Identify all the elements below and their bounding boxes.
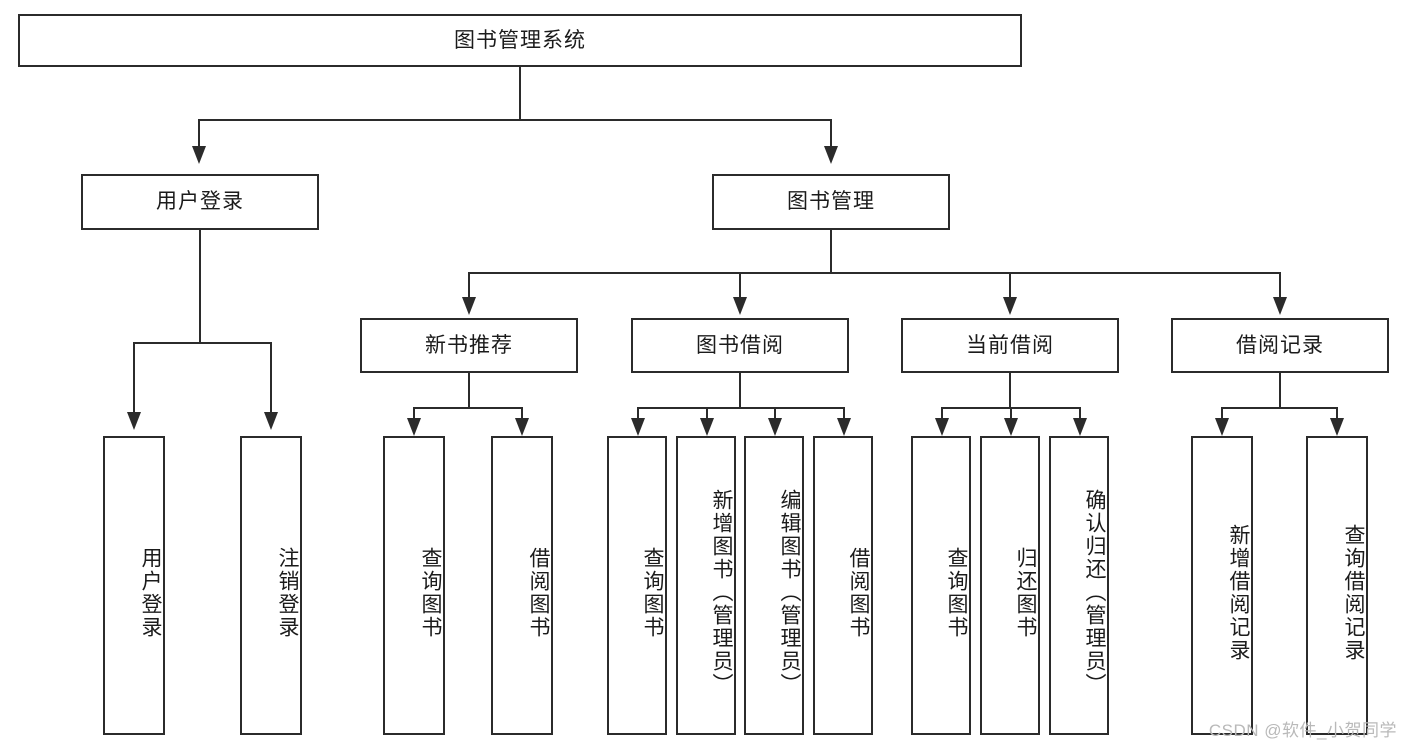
arrowhead-leaf-user-login-0 [127,412,141,430]
leaf-user-login-1[interactable]: 注销登录 [240,436,302,735]
edge-current-borrow-stem [1009,373,1011,408]
leaf-book-borrow-1[interactable]: 新增图书（管理员） [676,436,736,735]
leaf-label: 注销登录 [276,546,299,639]
arrowhead-leaf-borrow-2 [768,418,782,436]
edge-user-login-bus [133,342,272,344]
edge-level3-bus [468,272,1280,274]
edge-root-stem [519,67,521,120]
csdn-watermark: CSDN @软件_小贺同学 [1208,721,1397,740]
leaf-book-borrow-0[interactable]: 查询图书 [607,436,667,735]
leaf-book-borrow-3[interactable]: 借阅图书 [813,436,873,735]
arrowhead-user-login [192,146,206,164]
leaf-label: 用户登录 [139,546,162,639]
arrowhead-leaf-borrow-0 [631,418,645,436]
edge-book-borrow-stem [739,373,741,408]
edge-drop-leaf-borrow-0 [637,407,639,421]
leaf-label: 查询图书 [945,546,968,639]
node-label: 图书管理 [787,190,875,214]
node-label: 新书推荐 [425,333,513,357]
leaf-label: 查询图书 [641,546,664,639]
edge-drop-leaf-user-login-0 [133,342,135,414]
edge-book-management-stem [830,230,832,273]
edge-borrow-record-bus [1221,407,1338,409]
leaf-current-borrow-1[interactable]: 归还图书 [980,436,1040,735]
leaf-label: 借阅图书 [847,546,870,639]
edge-drop-borrow-record [1279,272,1281,300]
node-label: 用户登录 [156,190,244,214]
arrowhead-leaf-borrow-3 [837,418,851,436]
edge-user-login-stem [199,230,201,343]
leaf-borrow-record-1[interactable]: 查询借阅记录 [1306,436,1368,735]
leaf-current-borrow-2[interactable]: 确认归还（管理员） [1049,436,1109,735]
edge-drop-leaf-record-1 [1336,407,1338,421]
edge-drop-leaf-current-0 [941,407,943,421]
leaf-label: 查询图书 [419,546,442,639]
arrowhead-borrow-record [1273,297,1287,315]
arrowhead-leaf-record-1 [1330,418,1344,436]
edge-drop-leaf-current-1 [1010,407,1012,421]
edge-borrow-record-stem [1279,373,1281,408]
leaf-user-login-0[interactable]: 用户登录 [103,436,165,735]
arrowhead-leaf-recommend-1 [515,418,529,436]
node-label: 图书管理系统 [454,28,586,52]
arrowhead-leaf-current-1 [1004,418,1018,436]
leaf-current-borrow-0[interactable]: 查询图书 [911,436,971,735]
edge-new-book-recommend-stem [468,373,470,408]
edge-drop-leaf-borrow-3 [843,407,845,421]
arrowhead-new-book-recommend [462,297,476,315]
edge-drop-book-borrow [739,272,741,300]
node-label: 借阅记录 [1236,333,1324,357]
arrowhead-leaf-current-0 [935,418,949,436]
arrowhead-leaf-user-login-1 [264,412,278,430]
edge-drop-new-book-recommend [468,272,470,300]
edge-drop-leaf-borrow-1 [706,407,708,421]
edge-drop-leaf-recommend-1 [521,407,523,421]
arrowhead-leaf-current-2 [1073,418,1087,436]
leaf-label: 新增借阅记录 [1227,523,1250,662]
edge-drop-leaf-record-0 [1221,407,1223,421]
edge-drop-current-borrow [1009,272,1011,300]
arrowhead-leaf-record-0 [1215,418,1229,436]
edge-drop-leaf-borrow-2 [774,407,776,421]
edge-book-borrow-bus [637,407,845,409]
edge-drop-leaf-recommend-0 [413,407,415,421]
leaf-label: 借阅图书 [527,546,550,639]
node-label: 图书借阅 [696,333,784,357]
leaf-book-borrow-2[interactable]: 编辑图书（管理员） [744,436,804,735]
leaf-label: 确认归还（管理员） [1083,489,1106,696]
node-label: 当前借阅 [966,333,1054,357]
leaf-label: 查询借阅记录 [1342,523,1365,662]
leaf-label: 归还图书 [1014,546,1037,639]
leaf-new-book-recommend-0[interactable]: 查询图书 [383,436,445,735]
node-book-management[interactable]: 图书管理 [712,174,950,230]
arrowhead-leaf-borrow-1 [700,418,714,436]
edge-drop-leaf-user-login-1 [270,342,272,414]
node-new-book-recommend[interactable]: 新书推荐 [360,318,578,373]
edge-drop-leaf-current-2 [1079,407,1081,421]
node-borrow-record[interactable]: 借阅记录 [1171,318,1389,373]
leaf-borrow-record-0[interactable]: 新增借阅记录 [1191,436,1253,735]
node-user-login[interactable]: 用户登录 [81,174,319,230]
arrowhead-book-management [824,146,838,164]
edge-drop-user-login [198,119,200,149]
node-root-book-management-system[interactable]: 图书管理系统 [18,14,1022,67]
leaf-new-book-recommend-1[interactable]: 借阅图书 [491,436,553,735]
arrowhead-current-borrow [1003,297,1017,315]
node-current-borrow[interactable]: 当前借阅 [901,318,1119,373]
leaf-label: 编辑图书（管理员） [778,489,801,696]
arrowhead-book-borrow [733,297,747,315]
edge-drop-book-management [830,119,832,149]
node-book-borrow[interactable]: 图书借阅 [631,318,849,373]
arrowhead-leaf-recommend-0 [407,418,421,436]
leaf-label: 新增图书（管理员） [710,489,733,696]
edge-new-book-recommend-bus [413,407,523,409]
edge-level2-bus [198,119,832,121]
